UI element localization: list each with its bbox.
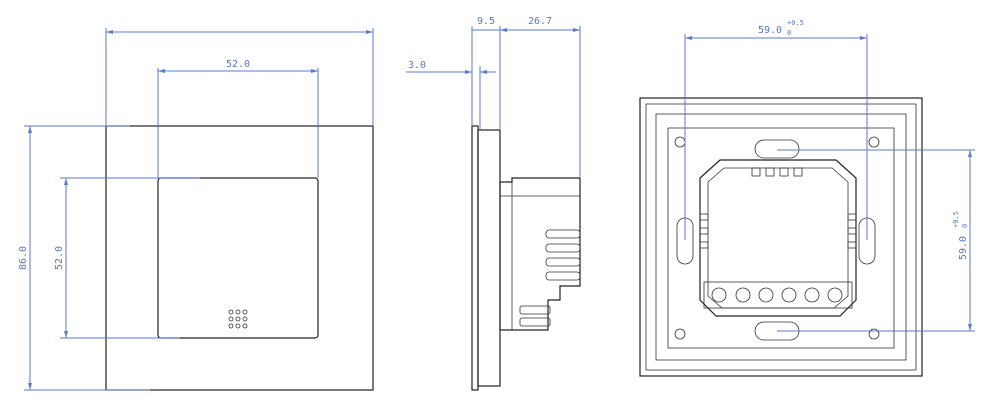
back-side-teeth — [699, 213, 857, 249]
button-width-label: 52.0 — [226, 59, 250, 70]
back-frame — [667, 127, 895, 349]
side-gap-dimension: 9.5 — [471, 16, 501, 130]
side-depth-dimension: 26.7 — [500, 16, 581, 178]
back-terminals — [703, 281, 853, 309]
plate-thickness-label: 3.0 — [408, 60, 426, 71]
body-depth-label: 26.7 — [528, 16, 552, 27]
front-view: 52.0 86.0 52.0 — [18, 28, 374, 391]
side-body — [499, 177, 581, 331]
front-plate-outline — [105, 125, 374, 391]
front-button-outline — [157, 177, 319, 339]
front-overall-width-dimension — [105, 28, 374, 126]
back-top-pins — [751, 167, 803, 177]
back-plate-inner-2 — [655, 113, 907, 361]
hole-spacing-h-tolerance-low: 0 — [787, 29, 791, 37]
back-module — [699, 159, 857, 317]
back-view: 59.0 +0.5 0 59.0 +0.5 0 — [639, 19, 975, 377]
overall-height-label: 86.0 — [18, 246, 29, 270]
button-height-label: 52.0 — [54, 246, 65, 270]
front-button-width-dimension: 52.0 — [157, 59, 319, 178]
hole-spacing-v-tolerance: +0.5 — [952, 211, 960, 228]
back-horizontal-spacing-dimension: 59.0 +0.5 0 — [684, 19, 868, 240]
hole-spacing-h-label: 59.0 — [758, 25, 782, 36]
sensor-dots — [228, 309, 248, 329]
back-plate-inner-1 — [645, 103, 917, 371]
side-thickness-dimension: 3.0 — [406, 60, 496, 130]
side-frame — [477, 129, 501, 387]
side-terminals — [519, 229, 581, 327]
hole-spacing-v-label: 59.0 — [958, 236, 969, 260]
hole-spacing-v-tolerance-low: 0 — [961, 224, 969, 228]
side-view: 9.5 26.7 3.0 — [406, 16, 581, 391]
hole-spacing-h-tolerance: +0.5 — [787, 19, 804, 27]
side-plate — [471, 125, 479, 391]
front-button-height-dimension: 52.0 — [54, 177, 200, 339]
front-overall-height-dimension: 86.0 — [18, 125, 150, 391]
back-plate-outer — [639, 97, 923, 377]
plate-gap-label: 9.5 — [477, 16, 495, 27]
back-vertical-spacing-dimension: 59.0 +0.5 0 — [777, 149, 975, 332]
